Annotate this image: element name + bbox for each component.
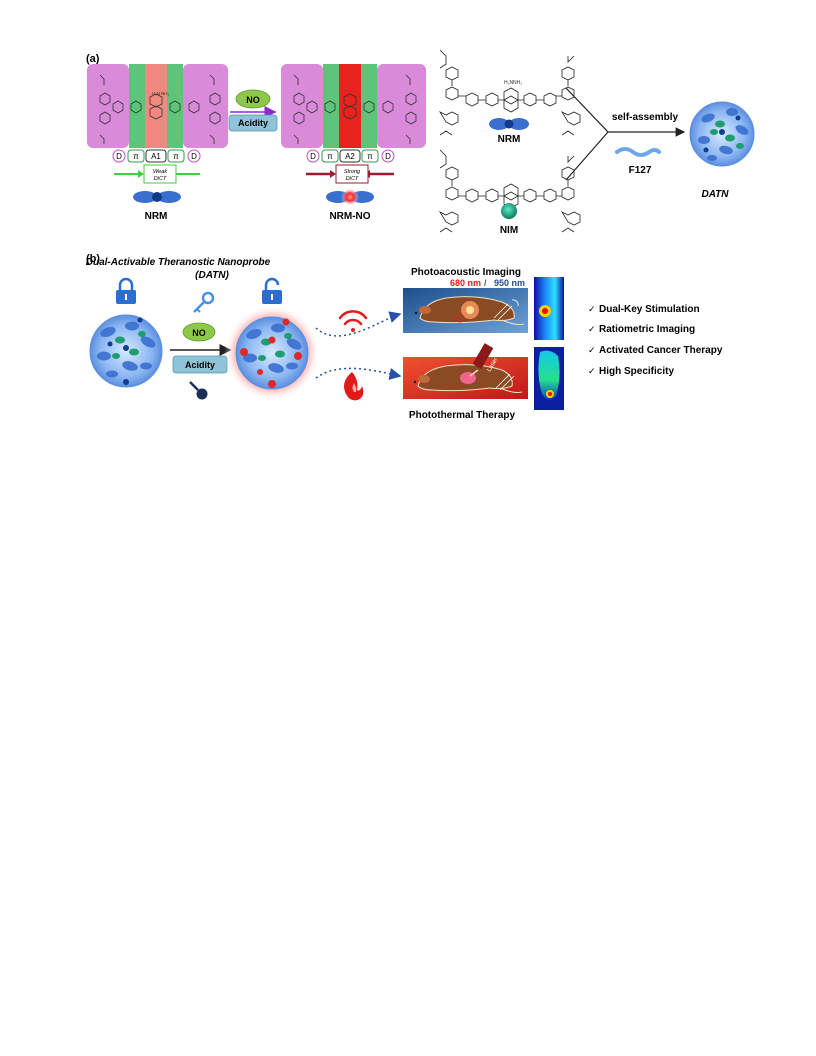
ptt-title: Photothermal Therapy	[409, 410, 516, 421]
f127-polymer-icon	[615, 147, 661, 157]
structure-nrm-label: NRM	[498, 134, 521, 145]
pi-label: π	[133, 152, 139, 161]
nrm-chain: D π A1 π D	[112, 149, 201, 163]
checkmark-icon: ✓	[588, 366, 596, 376]
connector-to-pa	[315, 311, 402, 337]
f127-label: F127	[629, 165, 652, 176]
self-assembly-label: self-assembly	[612, 112, 679, 123]
no-reagent-label-b: NO	[192, 328, 206, 338]
lock-icon	[116, 277, 136, 304]
atom-label: H₂N	[504, 80, 514, 86]
acceptor-a1-label: A1	[151, 152, 161, 161]
key-icon	[189, 381, 208, 400]
checkmark-icon: ✓	[588, 304, 596, 314]
acceptor-a2-label: A2	[345, 152, 355, 161]
pa-wavelength-950: 950 nm	[494, 278, 525, 288]
ptt-thermal-image	[534, 347, 564, 410]
atom-label: NH₂	[513, 80, 522, 86]
nrm-structure-icon	[489, 118, 529, 130]
atom-label: H₂N	[152, 91, 160, 96]
datn-label: DATN	[701, 189, 729, 200]
strong-label: Strong	[344, 169, 361, 175]
laser-icon	[469, 343, 494, 377]
weak-dict-indicator: Weak DICT	[114, 164, 200, 184]
no-reagent-label: NO	[246, 95, 260, 105]
checkmark-icon: ✓	[588, 345, 596, 355]
datn-title-abbrev: (DATN)	[195, 270, 229, 281]
feature-item: Dual-Key Stimulation	[599, 304, 700, 315]
acidity-reagent-label-b: Acidity	[185, 360, 215, 370]
donor-label: D	[385, 152, 391, 161]
feature-list: ✓ Dual-Key Stimulation ✓ Ratiometric Ima…	[588, 304, 723, 377]
weak-label: Weak	[153, 169, 167, 175]
dict-label: DICT	[154, 176, 167, 182]
nrm-no-structure-block	[281, 64, 426, 148]
panel-a-label: (a)	[86, 53, 100, 65]
feature-item: Activated Cancer Therapy	[599, 345, 723, 356]
flame-icon	[344, 372, 364, 401]
atom-label: NH₂	[161, 91, 169, 96]
acidity-reagent-label: Acidity	[238, 118, 268, 128]
reagent-group-b: NO Acidity	[170, 322, 232, 374]
ptt-scene: Laser	[403, 343, 528, 399]
pa-wavelength-sep: /	[484, 278, 487, 288]
dict-label: DICT	[346, 176, 359, 182]
nrm-label: NRM	[145, 211, 168, 222]
reagent-group-a: NO Acidity	[228, 89, 278, 132]
donor-label: D	[191, 152, 197, 161]
panel-b-label: (b)	[86, 253, 100, 265]
datn-nanoparticle-activated	[224, 305, 320, 401]
donor-label: D	[116, 152, 122, 161]
wifi-signal-icon	[338, 310, 368, 332]
pa-wavelength-680: 680 nm	[450, 278, 481, 288]
pa-imaging-title: Photoacoustic Imaging	[411, 267, 521, 278]
datn-title: Dual-Activable Theranostic Nanoprobe	[86, 257, 271, 268]
nrm-molecule-icon	[133, 191, 181, 203]
nrm-no-chain: D π A2 π D	[306, 149, 395, 163]
donor-label: D	[310, 152, 316, 161]
pi-label: π	[327, 152, 333, 161]
checkmark-icon: ✓	[588, 324, 596, 334]
unlock-icon	[262, 277, 282, 304]
pi-label: π	[173, 152, 179, 161]
nrm-no-molecule-icon	[326, 188, 374, 206]
datn-nanoparticle-a	[689, 101, 755, 167]
nim-icon	[501, 203, 517, 219]
nrm-structure-block: H₂N NH₂	[87, 64, 228, 148]
pa-heatmap-image	[534, 277, 564, 340]
self-assembly-arrows	[565, 87, 686, 181]
structure-nim-label: NIM	[500, 225, 518, 236]
feature-item: High Specificity	[599, 366, 674, 377]
pi-label: π	[367, 152, 373, 161]
datn-nanoparticle-locked	[89, 314, 163, 388]
strong-dict-indicator: Strong DICT	[306, 164, 394, 184]
nrm-no-label: NRM-NO	[329, 211, 370, 222]
connector-to-ptt	[315, 367, 402, 380]
key-icon	[193, 291, 215, 313]
pa-imaging-scene	[403, 288, 528, 333]
feature-item: Ratiometric Imaging	[599, 324, 695, 335]
chemical-structures	[438, 49, 581, 233]
